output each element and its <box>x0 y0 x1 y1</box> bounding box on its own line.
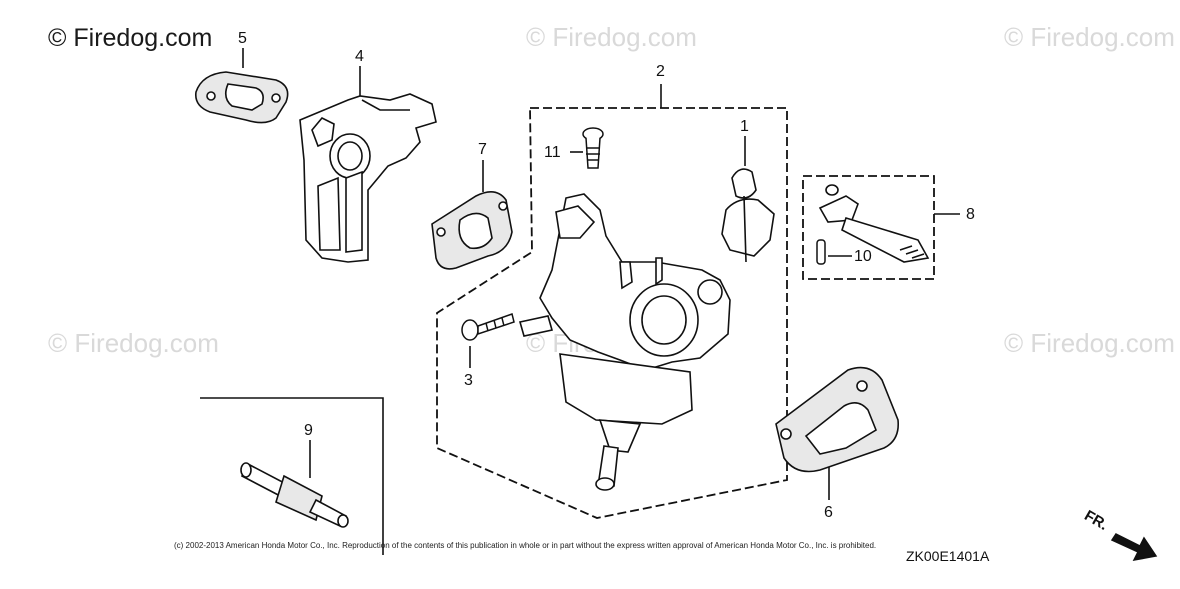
part-10-pin <box>816 239 826 265</box>
callout-7: 7 <box>478 141 487 158</box>
diagram-code: ZK00E1401A <box>906 548 990 564</box>
firedog-watermark-main: © Firedog.com <box>48 24 213 52</box>
firedog-watermark-mid-left: © Firedog.com <box>48 328 219 358</box>
part-3-screw <box>461 313 515 341</box>
copyright-notice: (c) 2002-2013 American Honda Motor Co., … <box>174 541 877 550</box>
part-1-float <box>721 168 775 263</box>
part-9-fuel-filter <box>240 462 349 528</box>
callout-8: 8 <box>966 206 975 223</box>
bracket-9 <box>200 397 384 555</box>
front-direction-arrow <box>1110 533 1158 562</box>
part-2-carburetor <box>518 193 731 491</box>
part-11-screw <box>582 127 604 169</box>
dashed-box-8 <box>802 175 935 280</box>
part-5-gasket <box>194 71 289 124</box>
callout-10: 10 <box>854 248 872 265</box>
part-7-gasket <box>431 191 513 270</box>
firedog-watermark-top-center: © Firedog.com <box>526 22 697 52</box>
callout-9: 9 <box>304 422 313 439</box>
callout-11: 11 <box>544 144 561 161</box>
callout-1: 1 <box>740 118 749 135</box>
firedog-watermark-top-right: © Firedog.com <box>1004 22 1175 52</box>
callout-3: 3 <box>464 372 473 389</box>
part-4-heat-shield <box>299 93 437 263</box>
callout-5: 5 <box>238 30 247 47</box>
part-8-lever <box>818 184 930 263</box>
part-6-gasket <box>775 366 900 473</box>
callout-2: 2 <box>656 63 665 80</box>
assembly-outline-2 <box>436 107 788 519</box>
callout-6: 6 <box>824 504 833 521</box>
callout-4: 4 <box>355 48 364 65</box>
firedog-watermark-mid-right: © Firedog.com <box>1004 328 1175 358</box>
